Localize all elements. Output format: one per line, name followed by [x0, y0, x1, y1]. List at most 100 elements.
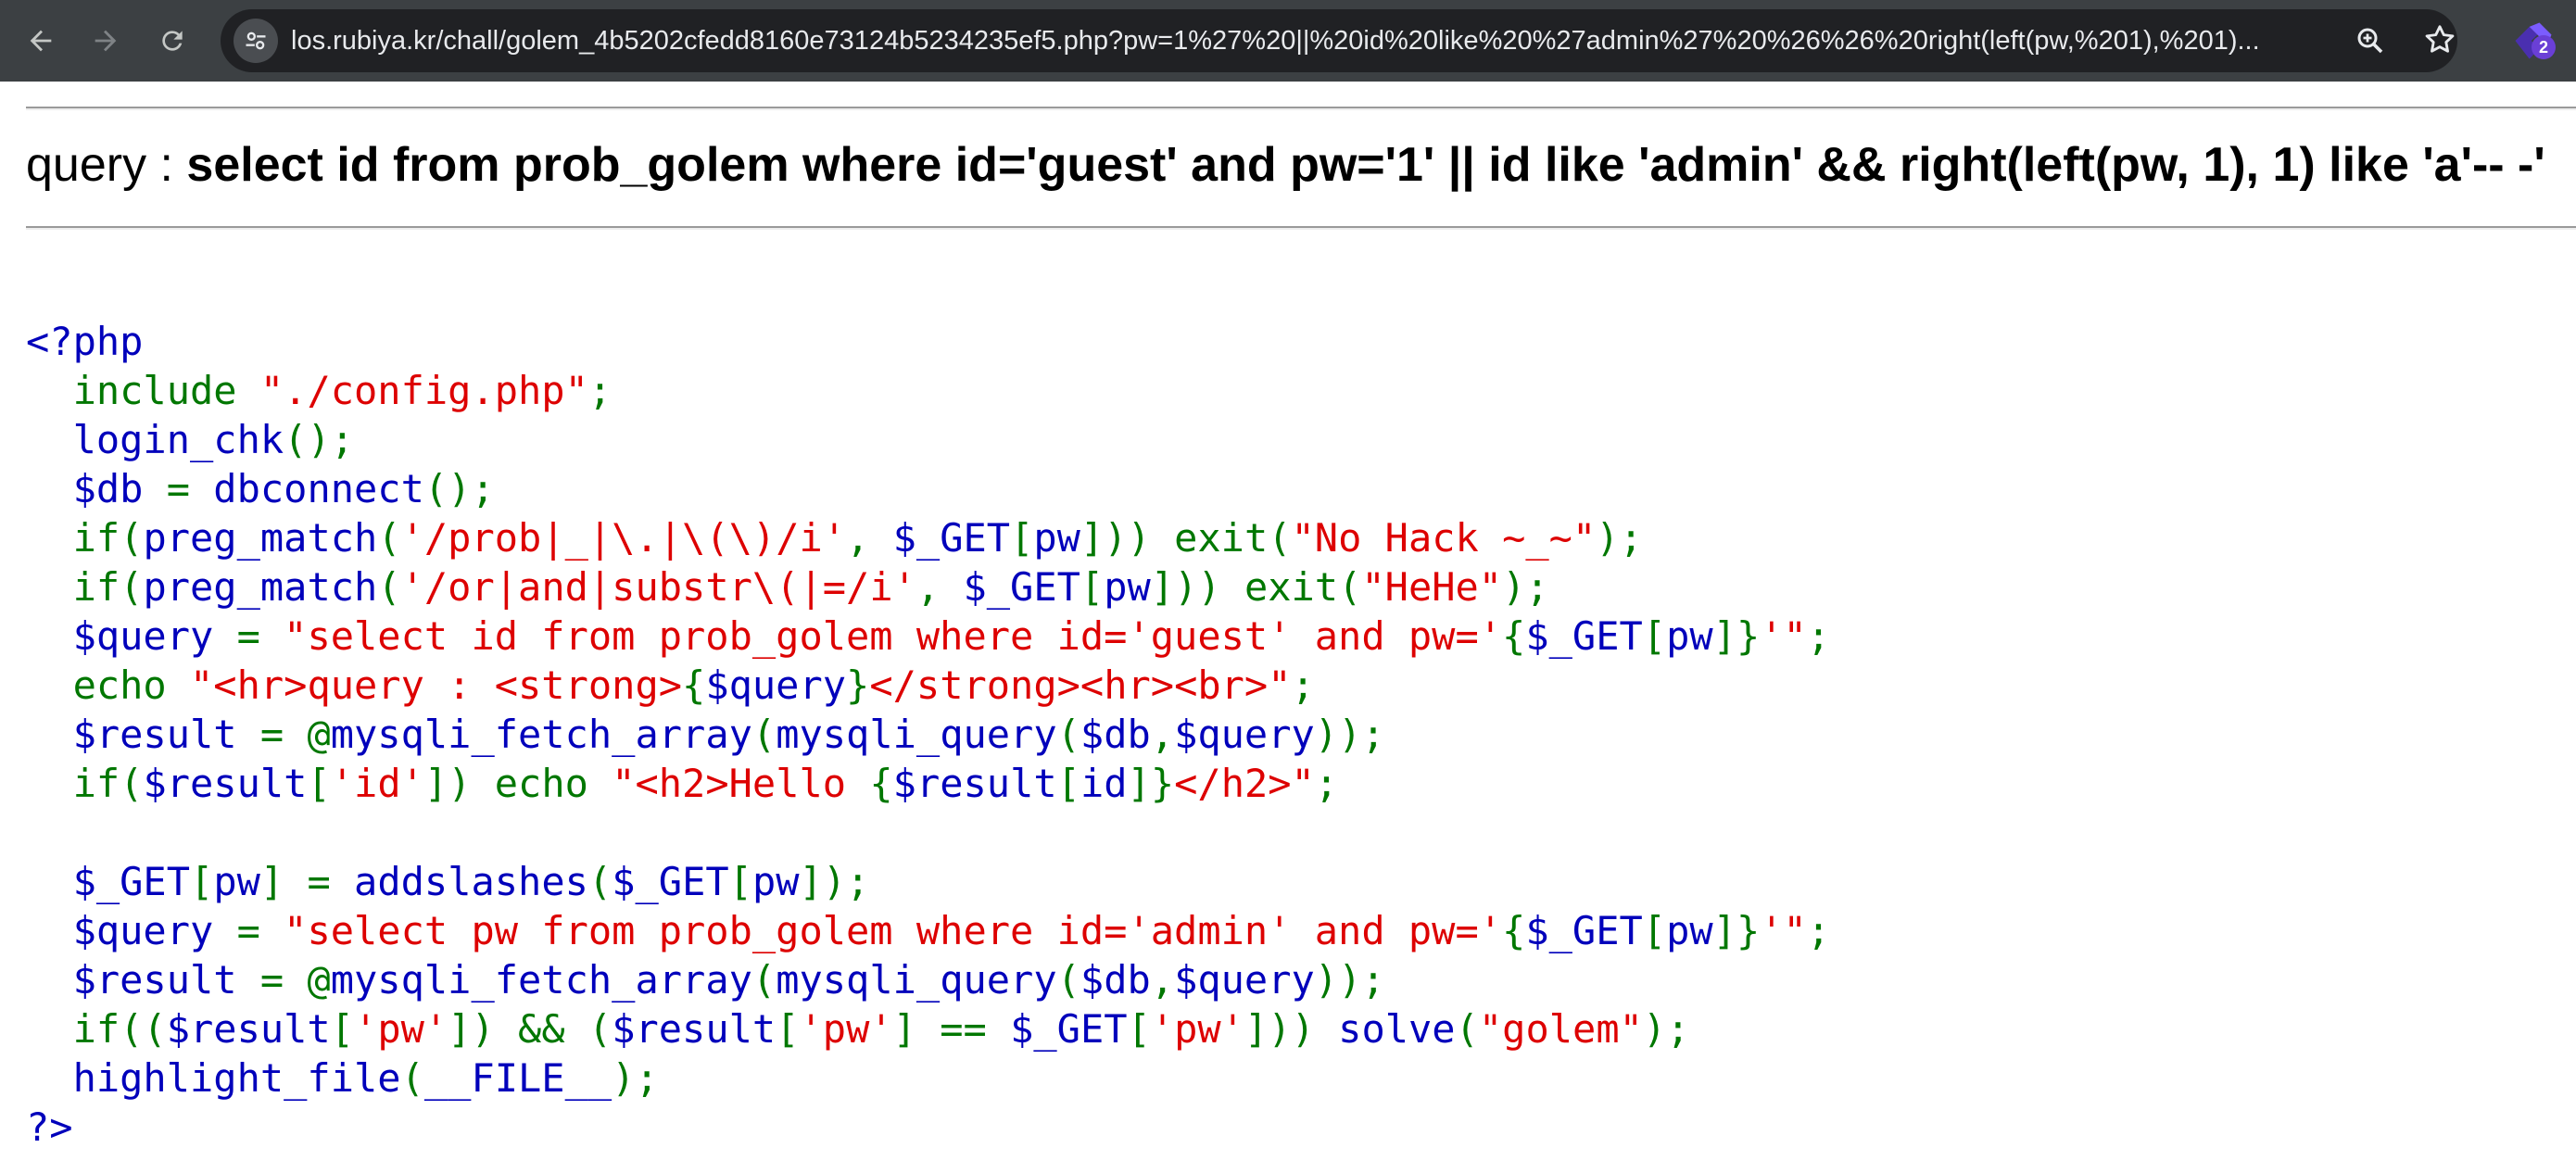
- code-token: solve: [1338, 1006, 1456, 1052]
- code-token: [: [1056, 761, 1080, 806]
- code-token: ,: [1150, 712, 1175, 757]
- code-token: $_GET: [1525, 613, 1643, 659]
- code-line: if($result['id']) echo "<h2>Hello {$resu…: [26, 759, 1830, 808]
- code-token: ] =: [259, 859, 355, 904]
- back-button[interactable]: [15, 15, 67, 67]
- code-token: );: [1642, 1006, 1690, 1052]
- code-token: pw: [1104, 564, 1151, 610]
- code-token: );: [612, 1055, 659, 1101]
- code-token: $result: [166, 1006, 331, 1052]
- code-token: ,: [846, 515, 893, 561]
- site-settings-button[interactable]: [234, 19, 278, 63]
- code-token: echo: [26, 662, 191, 708]
- code-token: ;: [587, 368, 612, 413]
- code-token: if((: [26, 1006, 167, 1052]
- code-token: mysqli_fetch_array: [330, 957, 752, 1003]
- code-token: <?php: [26, 319, 144, 364]
- code-line: if(preg_match('/prob|_|\.|\(\)/i', $_GET…: [26, 513, 1830, 562]
- code-line: $result = @mysqli_fetch_array(mysqli_que…: [26, 710, 1830, 759]
- code-token: pw: [751, 859, 800, 904]
- extension-badge: 2: [2532, 35, 2556, 59]
- code-token: $result: [143, 761, 308, 806]
- code-token: id: [1080, 761, 1128, 806]
- code-token: [: [1010, 515, 1034, 561]
- code-token: 'id': [330, 761, 424, 806]
- code-token: "./config.php": [259, 368, 588, 413]
- code-token: $result: [892, 761, 1057, 806]
- code-token: ]) && (: [448, 1006, 612, 1052]
- code-token: ;: [1314, 761, 1339, 806]
- code-token: $_GET: [892, 515, 1011, 561]
- code-token: ,: [915, 564, 964, 610]
- site-settings-icon: [246, 32, 266, 50]
- code-token: (: [377, 564, 401, 610]
- code-token: ] ==: [892, 1006, 1011, 1052]
- code-token: ,: [1150, 957, 1175, 1003]
- code-token: "HeHe": [1361, 564, 1503, 610]
- code-token: $query: [1174, 712, 1315, 757]
- code-token: "select id from prob_golem where id='gue…: [284, 613, 1503, 659]
- code-token: ;: [1806, 613, 1831, 659]
- code-token: $query: [1174, 957, 1315, 1003]
- code-token: "golem": [1478, 1006, 1643, 1052]
- code-token: ])): [1244, 1006, 1339, 1052]
- code-token: (: [1455, 1006, 1479, 1052]
- code-line: $query = "select pw from prob_golem wher…: [26, 906, 1831, 955]
- code-line: $db = dbconnect();: [26, 464, 1830, 513]
- reload-button[interactable]: [146, 15, 198, 67]
- code-token: '": [1760, 908, 1807, 953]
- code-token: __FILE__: [423, 1055, 612, 1101]
- code-token: =: [236, 908, 284, 953]
- zoom-icon[interactable]: [2354, 24, 2387, 57]
- code-token: $result: [612, 1006, 777, 1052]
- php-source-code: <?php include "./config.php"; login_chk(…: [26, 317, 1830, 1152]
- code-token: pw: [213, 859, 260, 904]
- code-token: $_GET: [612, 859, 729, 904]
- code-token: ]}: [1712, 613, 1761, 659]
- reload-icon: [162, 31, 183, 51]
- code-line: echo "<hr>query : <strong>{$query}</stro…: [26, 661, 1830, 710]
- browser-toolbar: los.rubiya.kr/chall/golem_4b5202cfedd816…: [0, 0, 2576, 82]
- code-line: login_chk();: [26, 415, 1830, 464]
- code-token: ])) exit(: [1080, 515, 1292, 561]
- code-token: '/prob|_|\.|\(\)/i': [400, 515, 847, 561]
- code-token: = @: [259, 957, 331, 1003]
- code-token: (: [587, 859, 612, 904]
- code-token: ();: [423, 466, 495, 511]
- code-token: [: [1080, 564, 1105, 610]
- code-token: [: [190, 859, 214, 904]
- horizontal-rule: [26, 226, 2576, 230]
- code-token: $_GET: [26, 859, 191, 904]
- code-token: addslashes: [354, 859, 588, 904]
- code-line: highlight_file(__FILE__);: [26, 1053, 1830, 1103]
- code-token: if(: [26, 515, 144, 561]
- code-token: $query: [26, 613, 237, 659]
- code-token: if(: [26, 564, 144, 610]
- code-token: $db: [26, 466, 167, 511]
- back-arrow-icon: [30, 30, 52, 52]
- address-bar[interactable]: los.rubiya.kr/chall/golem_4b5202cfedd816…: [221, 9, 2457, 72]
- code-line: include "./config.php";: [26, 366, 1830, 415]
- code-token: );: [1596, 515, 1643, 561]
- code-token: (: [751, 957, 777, 1003]
- code-token: (: [751, 712, 777, 757]
- code-token: [: [1642, 908, 1667, 953]
- query-output: query : select id from prob_golem where …: [26, 137, 2545, 193]
- code-token: </strong><hr><br>": [869, 662, 1292, 708]
- code-line: if(($result['pw']) && ($result['pw'] == …: [26, 1004, 1830, 1053]
- code-token: ));: [1314, 957, 1385, 1003]
- code-token: {: [1502, 613, 1526, 659]
- url-text[interactable]: los.rubiya.kr/chall/golem_4b5202cfedd816…: [291, 26, 2260, 56]
- query-value: select id from prob_golem where id='gues…: [186, 138, 2545, 192]
- code-token: login_chk: [26, 417, 284, 462]
- code-token: =: [236, 613, 284, 659]
- code-token: ]}: [1127, 761, 1175, 806]
- code-line: [26, 808, 1830, 857]
- code-token: $_GET: [1525, 908, 1643, 953]
- code-token: $_GET: [1010, 1006, 1128, 1052]
- forward-button[interactable]: [80, 15, 132, 67]
- bookmark-star-icon[interactable]: [2422, 22, 2457, 57]
- code-token: dbconnect: [213, 466, 424, 511]
- code-token: = @: [259, 712, 331, 757]
- code-token: (: [1056, 712, 1080, 757]
